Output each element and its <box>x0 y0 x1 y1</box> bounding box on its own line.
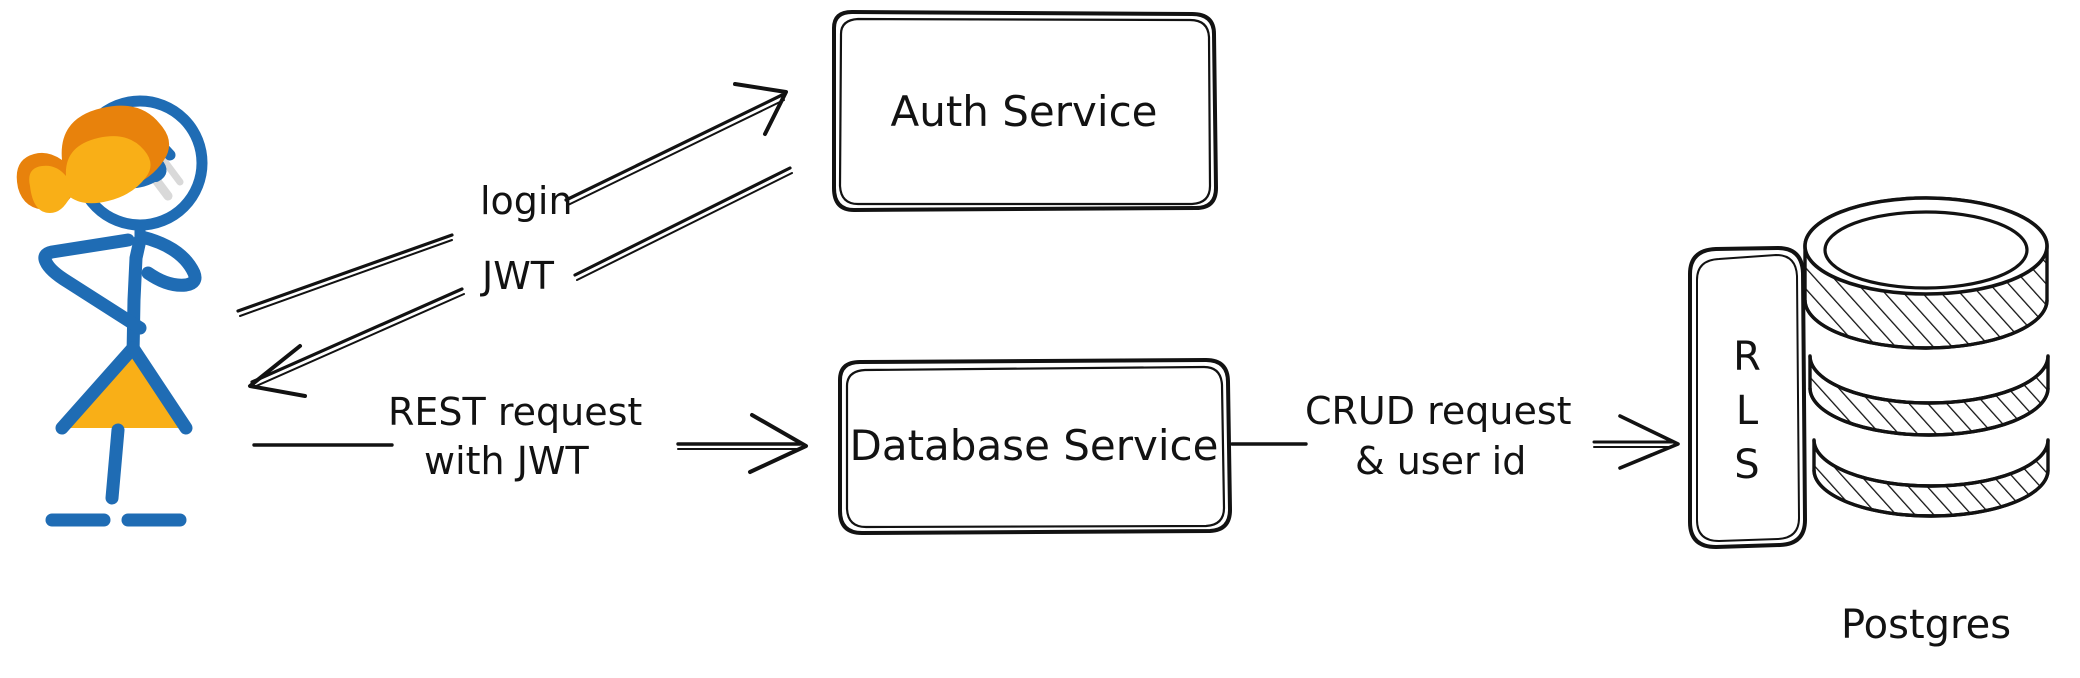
edge-crud-label-line2: & user id <box>1355 439 1526 483</box>
node-postgres-label: Postgres <box>1841 602 2011 648</box>
edge-login-label: login <box>480 179 573 223</box>
node-rls-label-l: L <box>1736 388 1759 434</box>
postgres-disc-top <box>1803 196 2049 350</box>
right-arm <box>135 230 202 292</box>
node-database-service[interactable]: Database Service <box>838 358 1232 535</box>
edge-login <box>236 82 788 317</box>
edge-rest-label-line1: REST request <box>388 390 642 434</box>
skirt-outline <box>55 341 140 435</box>
node-database-service-label: Database Service <box>850 421 1219 470</box>
postgres-disc-bottom <box>1812 438 2050 518</box>
skirt-outline-right <box>126 341 193 435</box>
edge-rest-label-line2: with JWT <box>424 439 589 483</box>
skirt <box>62 350 186 428</box>
postgres-disc-middle <box>1808 354 2050 437</box>
node-auth-service-label: Auth Service <box>890 87 1157 136</box>
edge-rest <box>252 413 808 474</box>
node-rls-label-r: R <box>1733 334 1761 380</box>
node-postgres[interactable]: Postgres <box>1803 196 2050 648</box>
edge-jwt <box>248 166 793 398</box>
headband-bow-icon <box>16 105 170 213</box>
node-rls-label-s: S <box>1734 442 1759 488</box>
left-arm <box>38 233 147 335</box>
node-rls[interactable]: R L S <box>1688 246 1807 549</box>
node-auth-service[interactable]: Auth Service <box>832 10 1218 212</box>
left-leg <box>105 423 125 505</box>
edge-crud <box>1230 414 1680 470</box>
edge-jwt-label: JWT <box>480 254 555 298</box>
torso <box>126 233 147 362</box>
edge-crud-label-line1: CRUD request <box>1305 389 1572 433</box>
stick-figure-user <box>16 95 208 527</box>
